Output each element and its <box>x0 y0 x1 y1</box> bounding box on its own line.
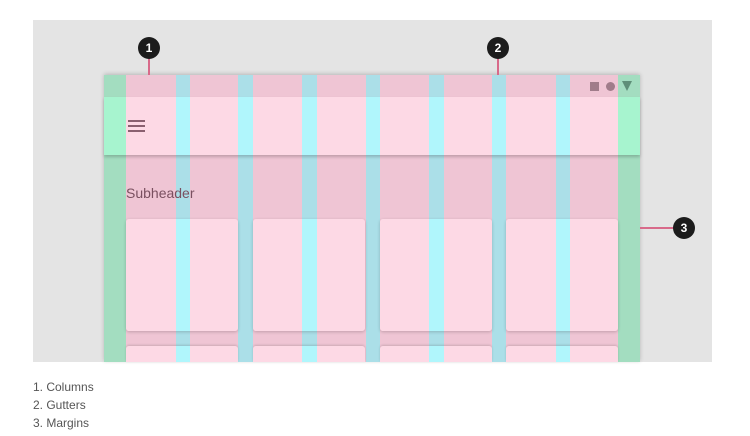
app-bar <box>104 97 640 155</box>
card <box>380 219 492 331</box>
callout-line-columns <box>148 58 150 75</box>
legend-item-gutters: 2. Gutters <box>33 398 86 412</box>
subheader: Subheader <box>126 185 195 201</box>
callout-columns: 1 <box>138 37 160 59</box>
callout-line-margins <box>640 227 675 229</box>
device-frame: Subheader <box>104 75 640 362</box>
layout-grid-diagram: Subheader 1 2 3 <box>33 20 712 362</box>
status-icons <box>590 81 632 91</box>
callout-gutters: 2 <box>487 37 509 59</box>
triangle-icon <box>622 81 632 91</box>
legend: 1. Columns 2. Gutters 3. Margins <box>33 378 94 432</box>
card <box>126 346 238 362</box>
circle-icon <box>606 81 615 91</box>
legend-item-margins: 3. Margins <box>33 416 90 430</box>
square-icon <box>590 81 599 91</box>
legend-item-columns: 1. Columns <box>33 380 94 394</box>
card <box>380 346 492 362</box>
card <box>253 219 365 331</box>
menu-icon[interactable] <box>128 120 145 132</box>
callout-margins: 3 <box>673 217 695 239</box>
callout-line-gutters <box>497 58 499 75</box>
card <box>253 346 365 362</box>
card <box>126 219 238 331</box>
card <box>506 219 618 331</box>
status-bar <box>104 75 640 97</box>
card <box>506 346 618 362</box>
